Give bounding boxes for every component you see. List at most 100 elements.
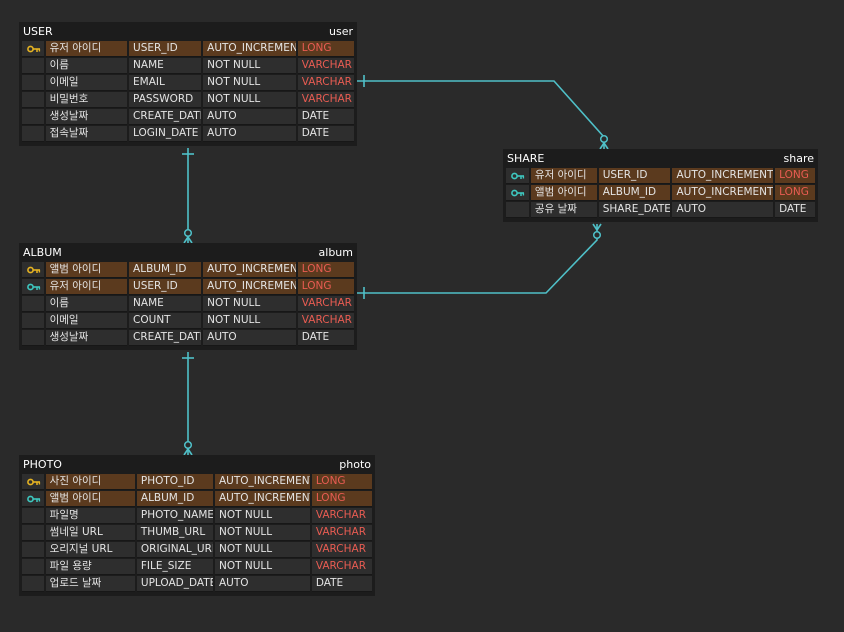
column-type: VARCHAR bbox=[297, 313, 355, 329]
key-cell bbox=[22, 474, 44, 490]
entity-table-name: user bbox=[329, 25, 353, 38]
column-constraint: AUTO_INCREMENT bbox=[203, 262, 296, 278]
column-constraint: NOT NULL bbox=[215, 542, 310, 558]
foreign-key-icon bbox=[26, 283, 41, 291]
key-cell bbox=[22, 491, 44, 507]
column-type: DATE bbox=[297, 126, 355, 142]
column-constraint: NOT NULL bbox=[203, 58, 296, 74]
column-name: PHOTO_ID bbox=[136, 474, 213, 490]
column-label: 생성날짜 bbox=[45, 330, 128, 346]
column-type: LONG bbox=[297, 262, 355, 278]
foreign-key-icon bbox=[511, 189, 525, 197]
column-label: 파일명 bbox=[45, 508, 135, 524]
column-name: NAME bbox=[129, 296, 202, 312]
column-label: 비밀번호 bbox=[45, 92, 128, 108]
column-label: 이메일 bbox=[45, 313, 128, 329]
entity-table-name: photo bbox=[339, 458, 371, 471]
column-name: CREATE_DATE bbox=[129, 330, 202, 346]
column-constraint: AUTO bbox=[203, 109, 296, 125]
column-name: USER_ID bbox=[129, 41, 202, 57]
key-cell bbox=[22, 330, 44, 346]
column-name: PASSWORD bbox=[129, 92, 202, 108]
column-type: VARCHAR bbox=[311, 525, 373, 541]
column-name: CREATE_DATE bbox=[129, 109, 202, 125]
entity-title: USER bbox=[23, 25, 53, 38]
column-name: LOGIN_DATE bbox=[129, 126, 202, 142]
entity-header[interactable]: USER user bbox=[19, 22, 357, 41]
column-constraint: NOT NULL bbox=[203, 75, 296, 91]
column-constraint: AUTO_INCREMENT bbox=[672, 185, 774, 201]
key-cell bbox=[22, 75, 44, 91]
column-type: DATE bbox=[311, 576, 373, 592]
column-type: DATE bbox=[775, 202, 815, 218]
key-cell bbox=[22, 508, 44, 524]
column-constraint: AUTO bbox=[203, 330, 296, 346]
column-type: VARCHAR bbox=[311, 508, 373, 524]
primary-key-icon bbox=[26, 266, 41, 274]
column-type: LONG bbox=[311, 491, 373, 507]
column-label: 이름 bbox=[45, 58, 128, 74]
column-name: USER_ID bbox=[598, 168, 671, 184]
zero-marker bbox=[183, 228, 193, 238]
column-type: DATE bbox=[297, 330, 355, 346]
column-constraint: NOT NULL bbox=[203, 313, 296, 329]
key-cell bbox=[506, 168, 529, 184]
column-type: DATE bbox=[297, 109, 355, 125]
column-label: 유저 아이디 bbox=[45, 279, 128, 295]
entity-title: SHARE bbox=[507, 152, 545, 165]
primary-key-icon bbox=[26, 478, 41, 486]
column-label: 오리지널 URL bbox=[45, 542, 135, 558]
zero-marker bbox=[592, 230, 602, 240]
key-cell bbox=[22, 313, 44, 329]
column-label: 사진 아이디 bbox=[45, 474, 135, 490]
column-name: USER_ID bbox=[129, 279, 202, 295]
column-label: 파일 용량 bbox=[45, 559, 135, 575]
column-name: ORIGINAL_URL bbox=[136, 542, 213, 558]
key-cell bbox=[22, 92, 44, 108]
column-label: 생성날짜 bbox=[45, 109, 128, 125]
foreign-key-icon bbox=[26, 495, 41, 503]
column-constraint: AUTO_INCREMENT bbox=[215, 474, 310, 490]
column-type: VARCHAR bbox=[311, 542, 373, 558]
column-name: UPLOAD_DATE bbox=[136, 576, 213, 592]
key-cell bbox=[22, 576, 44, 592]
column-constraint: AUTO_INCREMENT bbox=[203, 279, 296, 295]
column-label: 앨범 아이디 bbox=[45, 491, 135, 507]
key-cell bbox=[506, 185, 529, 201]
key-cell bbox=[22, 279, 44, 295]
column-label: 업로드 날짜 bbox=[45, 576, 135, 592]
column-type: VARCHAR bbox=[297, 92, 355, 108]
key-cell bbox=[22, 126, 44, 142]
entity-title: ALBUM bbox=[23, 246, 62, 259]
key-cell bbox=[22, 525, 44, 541]
